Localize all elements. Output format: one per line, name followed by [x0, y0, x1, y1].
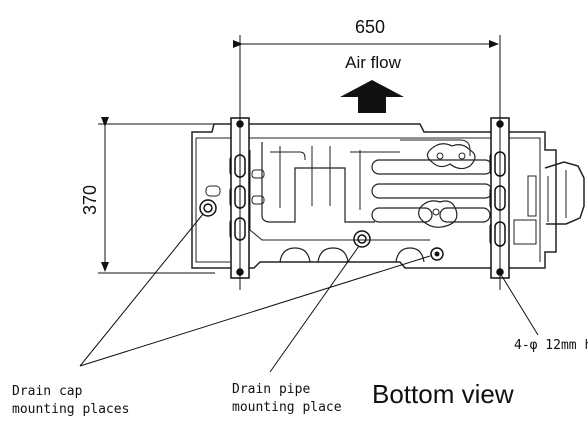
- drain-pipe-icon: [353, 230, 371, 248]
- width-dimension: 650: [233, 17, 501, 120]
- drain-pipe-leader: [269, 245, 360, 373]
- drain-pipe-callout-line1: Drain pipe: [232, 382, 310, 397]
- bolt-hole-icon: [236, 268, 244, 276]
- drain-points: [199, 199, 444, 261]
- drain-cap-icon: [430, 247, 444, 261]
- drain-cap-callout-line2: mounting places: [12, 402, 129, 417]
- drain-cap-leader: [79, 213, 204, 367]
- drain-cap-leader: [79, 255, 431, 367]
- hole-callout: 4-φ 12mm hole: [514, 338, 588, 353]
- drain-pipe-callout-line2: mounting place: [232, 400, 342, 415]
- drain-cap-icon: [199, 199, 217, 217]
- bolt-hole-icon: [236, 120, 244, 128]
- airflow-arrow-icon: [340, 80, 404, 113]
- height-dimension: 370: [80, 117, 215, 274]
- leader-lines: [79, 213, 539, 373]
- view-title: Bottom view: [372, 379, 514, 409]
- bolt-hole-icon: [496, 120, 504, 128]
- airflow-label: Air flow: [345, 53, 401, 72]
- airflow-indicator: Air flow: [340, 53, 404, 113]
- height-dimension-label: 370: [80, 185, 100, 215]
- hole-leader: [499, 272, 539, 336]
- unit-body: [191, 123, 585, 269]
- width-dimension-label: 650: [355, 17, 385, 37]
- drain-cap-callout-line1: Drain cap: [12, 384, 83, 399]
- bolt-hole-icon: [496, 268, 504, 276]
- mounting-bracket-right: [490, 108, 510, 290]
- mounting-bracket-left: [230, 108, 250, 290]
